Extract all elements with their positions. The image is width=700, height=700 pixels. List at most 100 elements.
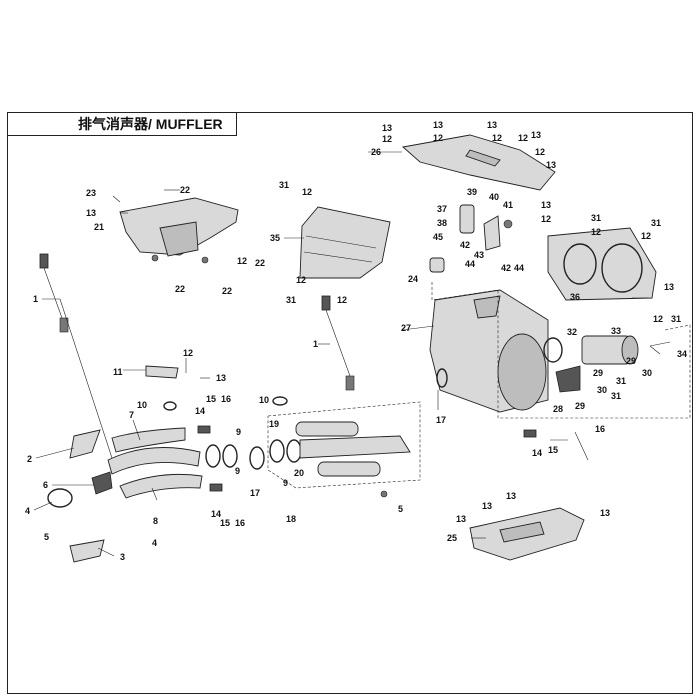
callout-1: 1 (33, 294, 38, 304)
callout-12: 12 (237, 256, 247, 266)
hanger-parts-drawing (429, 204, 513, 273)
callout-24: 24 (408, 274, 418, 284)
callout-3: 3 (120, 552, 125, 562)
callout-13: 13 (506, 491, 516, 501)
callout-4: 4 (25, 506, 30, 516)
callout-35: 35 (270, 233, 280, 243)
callout-13: 13 (482, 501, 492, 511)
callout-labels: 1 1 2 3 4 4 5 5 6 7 8 9 9 9 10 10 11 12 … (25, 120, 687, 562)
callout-9: 9 (283, 478, 288, 488)
heat-shield-35-drawing (299, 206, 391, 279)
callout-40: 40 (489, 192, 499, 202)
heat-shield-top-drawing (402, 134, 556, 191)
callout-13: 13 (433, 120, 443, 130)
muffler-body-27-drawing (429, 282, 691, 419)
callout-39: 39 (467, 187, 477, 197)
callout-14: 14 (211, 509, 221, 519)
callout-16: 16 (235, 518, 245, 528)
callout-13: 13 (86, 208, 96, 218)
callout-26: 26 (371, 147, 381, 157)
springs-drawing (197, 425, 537, 492)
skid-plate-25-drawing (469, 507, 585, 561)
callout-6: 6 (43, 480, 48, 490)
callout-9: 9 (235, 466, 240, 476)
callout-17: 17 (436, 415, 446, 425)
callout-19: 19 (269, 419, 279, 429)
callout-29: 29 (593, 368, 603, 378)
callout-12: 12 (641, 231, 651, 241)
callout-45: 45 (433, 232, 443, 242)
callout-29: 29 (575, 401, 585, 411)
callout-23: 23 (86, 188, 96, 198)
callout-12: 12 (591, 227, 601, 237)
callout-8: 8 (153, 516, 158, 526)
callout-31: 31 (616, 376, 626, 386)
callout-13: 13 (600, 508, 610, 518)
callout-22: 22 (180, 185, 190, 195)
callout-12: 12 (653, 314, 663, 324)
callout-12: 12 (183, 348, 193, 358)
callout-22: 22 (255, 258, 265, 268)
callout-13: 13 (487, 120, 497, 130)
callout-36: 36 (570, 292, 580, 302)
callout-20: 20 (294, 468, 304, 478)
callout-9: 9 (236, 427, 241, 437)
page-title: 排气消声器/ MUFFLER (78, 116, 223, 132)
callout-2: 2 (27, 454, 32, 464)
callout-18: 18 (286, 514, 296, 524)
callout-30: 30 (597, 385, 607, 395)
callout-42: 42 (501, 263, 511, 273)
callout-17: 17 (250, 488, 260, 498)
tail-pipe-drawing (543, 335, 639, 393)
bracket-21-drawing (119, 197, 239, 264)
callout-31: 31 (279, 180, 289, 190)
callout-10: 10 (259, 395, 269, 405)
callout-13: 13 (664, 282, 674, 292)
callout-13: 13 (216, 373, 226, 383)
callout-41: 41 (503, 200, 513, 210)
bracket-11-drawing (145, 365, 179, 379)
callout-31: 31 (651, 218, 661, 228)
callout-12: 12 (492, 133, 502, 143)
end-cover-36-drawing (547, 227, 657, 301)
callout-31: 31 (286, 295, 296, 305)
leader-lines (33, 151, 671, 557)
callout-38: 38 (437, 218, 447, 228)
callout-44: 44 (465, 259, 475, 269)
callout-14: 14 (195, 406, 205, 416)
callout-16: 16 (595, 424, 605, 434)
callout-37: 37 (437, 204, 447, 214)
callout-31: 31 (671, 314, 681, 324)
callout-12: 12 (535, 147, 545, 157)
callout-11: 11 (113, 367, 123, 377)
callout-43: 43 (474, 250, 484, 260)
callout-29: 29 (626, 356, 636, 366)
callout-4: 4 (152, 538, 157, 548)
callout-16: 16 (221, 394, 231, 404)
callout-22: 22 (222, 286, 232, 296)
callout-42: 42 (460, 240, 470, 250)
callout-13: 13 (546, 160, 556, 170)
gaskets-drawing (163, 368, 448, 470)
callout-34: 34 (677, 349, 687, 359)
center-pipe-drawing (267, 401, 421, 498)
callout-12: 12 (518, 133, 528, 143)
callout-1: 1 (313, 339, 318, 349)
callout-44: 44 (514, 263, 524, 273)
callout-31: 31 (591, 213, 601, 223)
callout-15: 15 (220, 518, 230, 528)
title-box: 排气消声器/ MUFFLER (7, 112, 237, 136)
callout-21: 21 (94, 222, 104, 232)
callout-7: 7 (129, 410, 134, 420)
callout-31: 31 (611, 391, 621, 401)
callout-5: 5 (44, 532, 49, 542)
callout-13: 13 (531, 130, 541, 140)
callout-13: 13 (382, 123, 392, 133)
callout-27: 27 (401, 323, 411, 333)
callout-33: 33 (611, 326, 621, 336)
callout-13: 13 (541, 200, 551, 210)
front-exhaust-pipes-drawing (47, 427, 203, 563)
callout-5: 5 (398, 504, 403, 514)
callout-12: 12 (302, 187, 312, 197)
